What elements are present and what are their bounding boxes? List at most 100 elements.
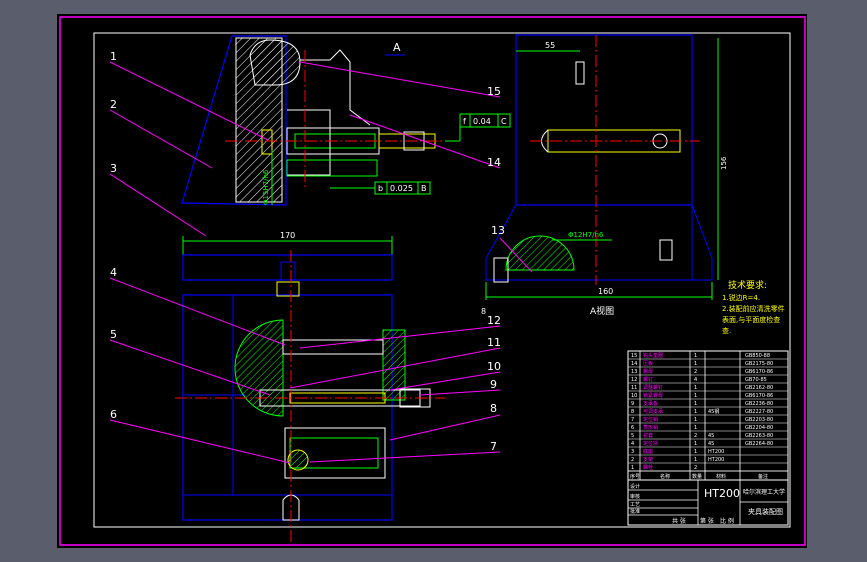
balloon-6: 6 — [110, 408, 117, 421]
bom-header-remark: 备注 — [758, 473, 768, 480]
balloon-11: 11 — [487, 336, 501, 349]
bom-cell-name: 支承板 — [643, 400, 658, 407]
bom-cell-no: 5 — [631, 433, 634, 439]
bom-cell-name: 衬套 — [643, 432, 653, 439]
bom-cell-qty: 4 — [694, 377, 697, 383]
a-view[interactable]: 55 156 160 8 Φ12H7/h6 A视图 — [481, 34, 728, 317]
leader-11 — [289, 347, 501, 389]
title-block[interactable]: HT200 哈尔滨理工大学 夹具装配图 设计 审核 工艺 批准 共 张 第 张 … — [627, 479, 789, 526]
dim-156-text: 156 — [720, 156, 728, 170]
bom-cell-no: 7 — [631, 417, 634, 423]
leader-10 — [389, 371, 501, 391]
bom-cell-qty: 1 — [694, 385, 697, 391]
clamp-lever — [300, 49, 371, 126]
bom-cell-qty: 1 — [694, 457, 697, 463]
plan-pin-circle — [287, 449, 309, 471]
bom-header-seq: 序号 — [630, 473, 640, 480]
bom-cell-no: 14 — [631, 361, 637, 367]
balloon-leaders — [109, 61, 533, 464]
bom-cell-qty: 1 — [694, 425, 697, 431]
bom-cell-qty: 2 — [694, 369, 697, 375]
bom-cell-standard: GB6170-86 — [745, 369, 773, 375]
tb-drawing-name: 夹具装配图 — [748, 507, 783, 516]
leader-9 — [419, 389, 501, 396]
bom-cell-standard: GB2203-80 — [745, 417, 773, 423]
parallel-value: 0.025 — [390, 184, 413, 193]
flatness-symbol: f — [463, 117, 466, 126]
leader-4 — [109, 277, 286, 346]
bom-cell-standard: GB2236-80 — [745, 401, 773, 407]
bom-header-mat: 材料 — [716, 473, 726, 480]
bom-cell-standard: GB850-88 — [745, 353, 770, 359]
bom-cell-name: 螺栓 — [643, 464, 653, 471]
balloon-9: 9 — [490, 378, 497, 391]
side-view[interactable]: Φ15H7/h6 A — [181, 35, 445, 206]
flatness-tolerance[interactable]: f 0.04 C — [445, 113, 511, 142]
tech-req-line-1: 1.锐边R=4. — [722, 293, 760, 302]
tb-row-approve: 批准 — [630, 508, 640, 515]
bom-cell-qty: 1 — [694, 361, 697, 367]
balloon-15: 15 — [487, 85, 501, 98]
leader-12 — [299, 325, 501, 349]
tech-requirements-title: 技术要求: — [728, 279, 767, 291]
view-label-a: A视图 — [590, 305, 614, 317]
bom-cell-no: 6 — [631, 425, 634, 431]
bom-cell-no: 2 — [631, 457, 634, 463]
view-label-top: A — [393, 41, 401, 54]
a-view-nut-left — [493, 257, 509, 283]
fit-h7h6-a: Φ12H7/h6 — [568, 231, 604, 239]
balloon-10: 10 — [487, 360, 501, 373]
balloon-5: 5 — [110, 328, 117, 341]
bom-cell-standard: GB2162-80 — [745, 385, 773, 391]
bom-cell-no: 4 — [631, 441, 634, 447]
bom-cell-name: 螺母 — [643, 368, 653, 375]
leader-6 — [109, 419, 291, 464]
plan-shaft-1 — [282, 339, 384, 355]
plan-view[interactable] — [175, 250, 445, 545]
tb-row-process: 工艺 — [630, 502, 640, 508]
top-knob — [249, 39, 301, 86]
tech-requirements: 技术要求: 1.锐边R=4. 2.装配前应清洗零件 表面,与平面度检查 查. — [722, 279, 785, 335]
bom-cell-qty: 1 — [694, 441, 697, 447]
bom-cell-name: 锁紧螺母 — [643, 392, 663, 399]
balloon-4: 4 — [110, 266, 117, 279]
tb-row-review: 审核 — [630, 493, 640, 500]
bom-cell-name: 支架 — [643, 456, 653, 463]
bom-cell-qty: 1 — [694, 401, 697, 407]
bom-cell-standard: GB70-85 — [745, 377, 767, 383]
bom-cell-standard: GB2264-80 — [745, 441, 773, 447]
bom-cell-name: 菱形销 — [643, 424, 658, 431]
plan-top-pin — [276, 281, 300, 297]
parallel-tolerance[interactable]: b 0.025 B — [330, 181, 431, 195]
fit-h7h6-side: Φ15H7/h6 — [262, 169, 270, 205]
bom-cell-no: 1 — [631, 465, 634, 471]
plan-top-pin-head — [280, 261, 296, 281]
balloon-7: 7 — [490, 440, 497, 453]
tb-bottom-total: 共 张 — [672, 517, 686, 525]
leader-2 — [109, 109, 213, 169]
tech-req-line-4: 查. — [722, 326, 731, 335]
bom-cell-standard: GB2204-80 — [745, 425, 773, 431]
leader-14 — [349, 114, 501, 169]
parallel-datum: B — [421, 184, 427, 193]
leader-7 — [309, 451, 501, 463]
flatness-datum: C — [501, 117, 507, 126]
balloon-1: 1 — [110, 50, 117, 63]
a-view-locator — [505, 235, 575, 271]
bom-cell-no: 11 — [631, 385, 637, 391]
clamp-pad — [286, 159, 378, 177]
dim-170-text: 170 — [280, 231, 295, 240]
bom-cell-material: 45 — [708, 441, 714, 447]
bom-cell-standard: GB2263-80 — [745, 433, 773, 439]
bom-header-qty: 数量 — [692, 473, 702, 480]
leader-1 — [109, 61, 269, 141]
bom-cell-standard: GB2227-80 — [745, 409, 773, 415]
dim-160-text: 160 — [598, 287, 613, 296]
dim-55-text: 55 — [545, 41, 555, 50]
bom-cell-qty: 1 — [694, 409, 697, 415]
bom-cell-qty: 1 — [694, 353, 697, 359]
title-block-frame — [627, 479, 789, 526]
balloon-labels: 1 2 3 4 5 6 7 8 9 10 11 12 13 14 15 — [110, 50, 505, 453]
